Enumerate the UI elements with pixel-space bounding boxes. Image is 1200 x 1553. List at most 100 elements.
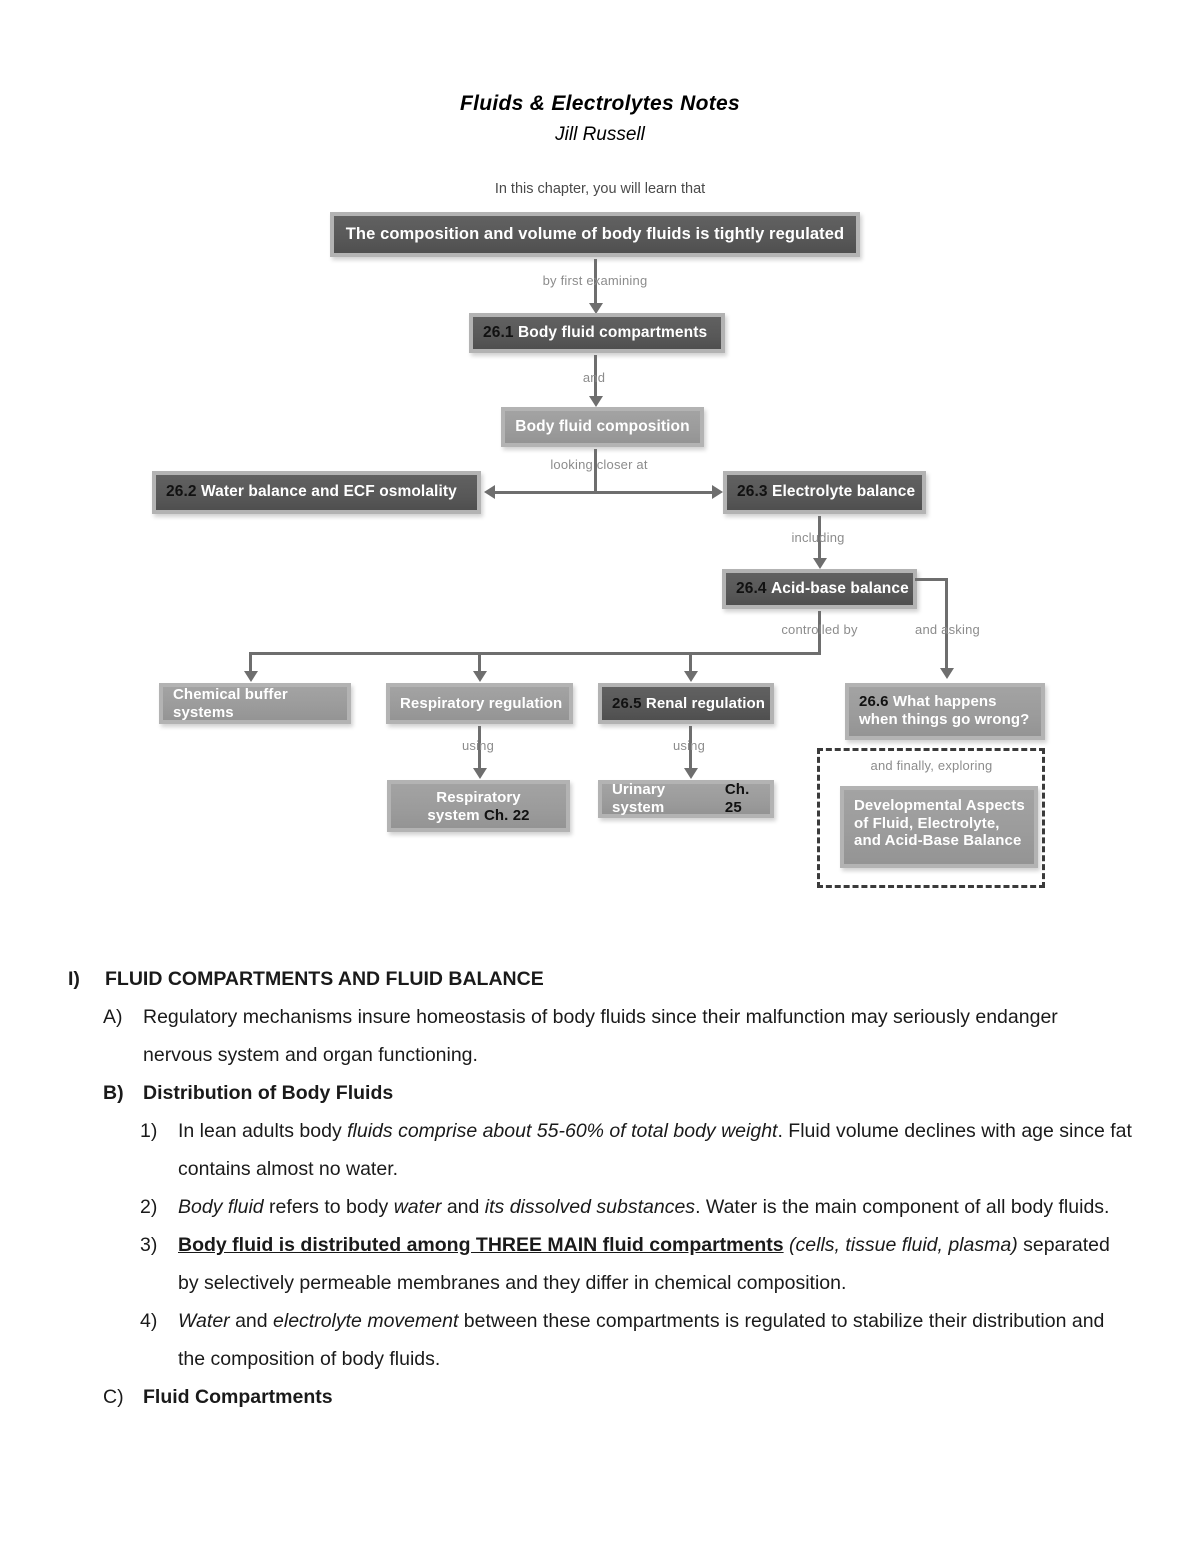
flow-box-26-2: 26.2 Water balance and ECF osmolality <box>152 471 481 514</box>
flow-box-urinary-system-chapter: Ch. 25 <box>724 781 750 816</box>
connector-label-by-first-examining: by first examining <box>542 273 648 288</box>
arrowhead-down-urinary-icon <box>684 768 698 779</box>
flow-box-chemical-buffer-label: Chemical buffer systems <box>173 685 288 721</box>
outline-B2-part1: Body fluid <box>178 1196 264 1219</box>
outline-item-B: B) Distribution of Body Fluids <box>103 1074 1200 1112</box>
dashed-region-developmental-aspects <box>817 748 1045 888</box>
connector-respreg-to-respsys <box>478 726 481 771</box>
arrowhead-down-261-icon <box>589 303 603 314</box>
outline-B1-part3: . Fluid volume declines with age since f… <box>178 1120 1132 1181</box>
outline-marker-B4: 4) <box>140 1310 158 1333</box>
outline-B4-part1: Water <box>178 1310 230 1333</box>
outline-text-B3: Body fluid is distributed among THREE MA… <box>178 1226 1135 1302</box>
arrowhead-down-respsys-icon <box>473 768 487 779</box>
flow-box-urinary-system: Urinary system Ch. 25 <box>598 780 774 818</box>
flow-box-26-6-line2: when things go wrong? <box>859 710 1030 728</box>
outline-B2-part4: and <box>441 1196 485 1219</box>
connector-263-to-264 <box>818 516 821 561</box>
flow-box-respiratory-system-line2: system <box>427 806 480 824</box>
connector-264-down-to-bus <box>818 611 821 654</box>
outline-marker-A: A) <box>103 1006 123 1029</box>
connector-label-looking-closer-at: looking closer at <box>550 457 648 472</box>
flow-box-26-3-label: Electrolyte balance <box>772 483 916 501</box>
outline-item-B1: 1) In lean adults body fluids comprise a… <box>140 1112 1200 1188</box>
connector-264-to-266 <box>945 578 948 671</box>
arrowhead-right-263-icon <box>712 485 723 499</box>
arrowhead-left-262-icon <box>484 485 495 499</box>
flow-box-respiratory-system-chapter: Ch. 22 <box>483 806 530 824</box>
outline-B4-part2: and <box>229 1310 274 1333</box>
flow-box-26-2-number: 26.2 <box>166 483 197 501</box>
outline-item-I: I) FLUID COMPARTMENTS AND FLUID BALANCE <box>68 960 1200 998</box>
chapter-flowchart: In this chapter, you will learn that The… <box>152 181 1045 888</box>
arrowhead-down-chemical-icon <box>244 671 258 682</box>
connector-bus-drop-respiratory <box>478 652 481 676</box>
outline-item-A: A) Regulatory mechanisms insure homeosta… <box>103 998 1200 1074</box>
flow-box-26-1: 26.1 Body fluid compartments <box>469 313 725 353</box>
flow-box-26-6-line1: What happens <box>892 693 997 710</box>
outline-B3-part1: Body fluid is distributed among THREE MA… <box>178 1234 784 1257</box>
flow-box-26-3: 26.3 Electrolyte balance <box>723 471 926 514</box>
document-author: Jill Russell <box>555 124 645 145</box>
outline-section: I) FLUID COMPARTMENTS AND FLUID BALANCE … <box>0 960 1200 1416</box>
flow-box-26-1-label: Body fluid compartments <box>518 323 708 341</box>
flow-box-26-6-number: 26.6 <box>859 693 889 710</box>
connector-label-including: including <box>791 530 845 545</box>
arrowhead-down-266-icon <box>940 668 954 679</box>
flow-box-26-6: 26.6 What happens when things go wrong? <box>845 683 1045 740</box>
outline-text-B1: In lean adults body fluids comprise abou… <box>178 1112 1135 1188</box>
outline-text-C: Fluid Compartments <box>143 1386 333 1409</box>
flow-box-respiratory-regulation: Respiratory regulation <box>386 683 573 724</box>
connector-bus-drop-renal <box>689 652 692 676</box>
flow-box-26-5-label: Renal regulation <box>645 694 766 712</box>
outline-marker-B: B) <box>103 1082 124 1105</box>
outline-B1-part1: In lean adults body <box>178 1120 348 1143</box>
outline-item-B2: 2) Body fluid refers to body water and i… <box>140 1188 1200 1226</box>
flow-box-26-4-label: Acid-base balance <box>771 579 909 597</box>
outline-B2-part2: refers to body <box>263 1196 394 1219</box>
outline-marker-B2: 2) <box>140 1196 158 1219</box>
flow-box-urinary-system-label: Urinary system <box>612 781 666 816</box>
flowchart-caption: In this chapter, you will learn that <box>494 181 706 197</box>
connector-261-to-composition <box>594 355 597 399</box>
flow-box-26-5-number: 26.5 <box>612 694 642 712</box>
flow-box-26-4: 26.4 Acid-base balance <box>722 569 917 609</box>
connector-label-controlled-by: controlled by <box>781 622 858 637</box>
flow-box-26-4-number: 26.4 <box>736 579 767 597</box>
connector-264-right <box>915 578 948 581</box>
flow-box-root: The composition and volume of body fluid… <box>330 212 860 257</box>
flow-box-developmental-aspects: Developmental Aspects of Fluid, Electrol… <box>840 786 1038 868</box>
outline-text-B2: Body fluid refers to body water and its … <box>178 1188 1135 1226</box>
outline-item-C: C) Fluid Compartments <box>103 1378 1200 1416</box>
flow-box-body-fluid-composition: Body fluid composition <box>501 407 704 447</box>
connector-label-using-left: using <box>461 738 495 753</box>
arrowhead-down-respiratory-icon <box>473 671 487 682</box>
connector-label-using-right: using <box>672 738 706 753</box>
connector-label-and-asking: and asking <box>915 622 980 637</box>
flow-box-composition-label: Body fluid composition <box>515 417 690 435</box>
outline-marker-B3: 3) <box>140 1234 158 1257</box>
arrowhead-down-composition-icon <box>589 396 603 407</box>
connector-bus-drop-chemical <box>249 652 252 676</box>
flow-box-developmental-line3: and Acid-Base Balance <box>854 832 1022 850</box>
outline-marker-B1: 1) <box>140 1120 158 1143</box>
flow-box-respiratory-system-line1: Respiratory <box>436 789 521 806</box>
flow-box-chemical-buffer-systems: Chemical buffer systems <box>159 683 351 724</box>
flow-box-26-3-number: 26.3 <box>737 483 768 501</box>
outline-B3-part2: (cells, tissue fluid, plasma) <box>783 1234 1018 1257</box>
outline-B4-part4: between these compartments is regulated … <box>178 1310 1105 1371</box>
arrowhead-down-264-icon <box>813 558 827 569</box>
connector-composition-down <box>594 449 597 493</box>
flow-box-26-1-number: 26.1 <box>483 323 514 341</box>
outline-B3-part3: separated by selectively permeable membr… <box>178 1234 1110 1295</box>
flow-box-developmental-line1: Developmental Aspects <box>854 797 1025 814</box>
connector-root-to-261 <box>594 259 597 307</box>
flow-box-respiratory-regulation-label: Respiratory regulation <box>400 694 563 712</box>
connector-bus-horizontal <box>249 652 821 655</box>
connector-renal-to-urinary <box>689 726 692 771</box>
flow-box-respiratory-system: Respiratory system Ch. 22 <box>387 780 570 832</box>
outline-B2-part3: water <box>393 1196 442 1219</box>
connector-label-and: and <box>582 370 606 385</box>
arrowhead-down-renal-icon <box>684 671 698 682</box>
